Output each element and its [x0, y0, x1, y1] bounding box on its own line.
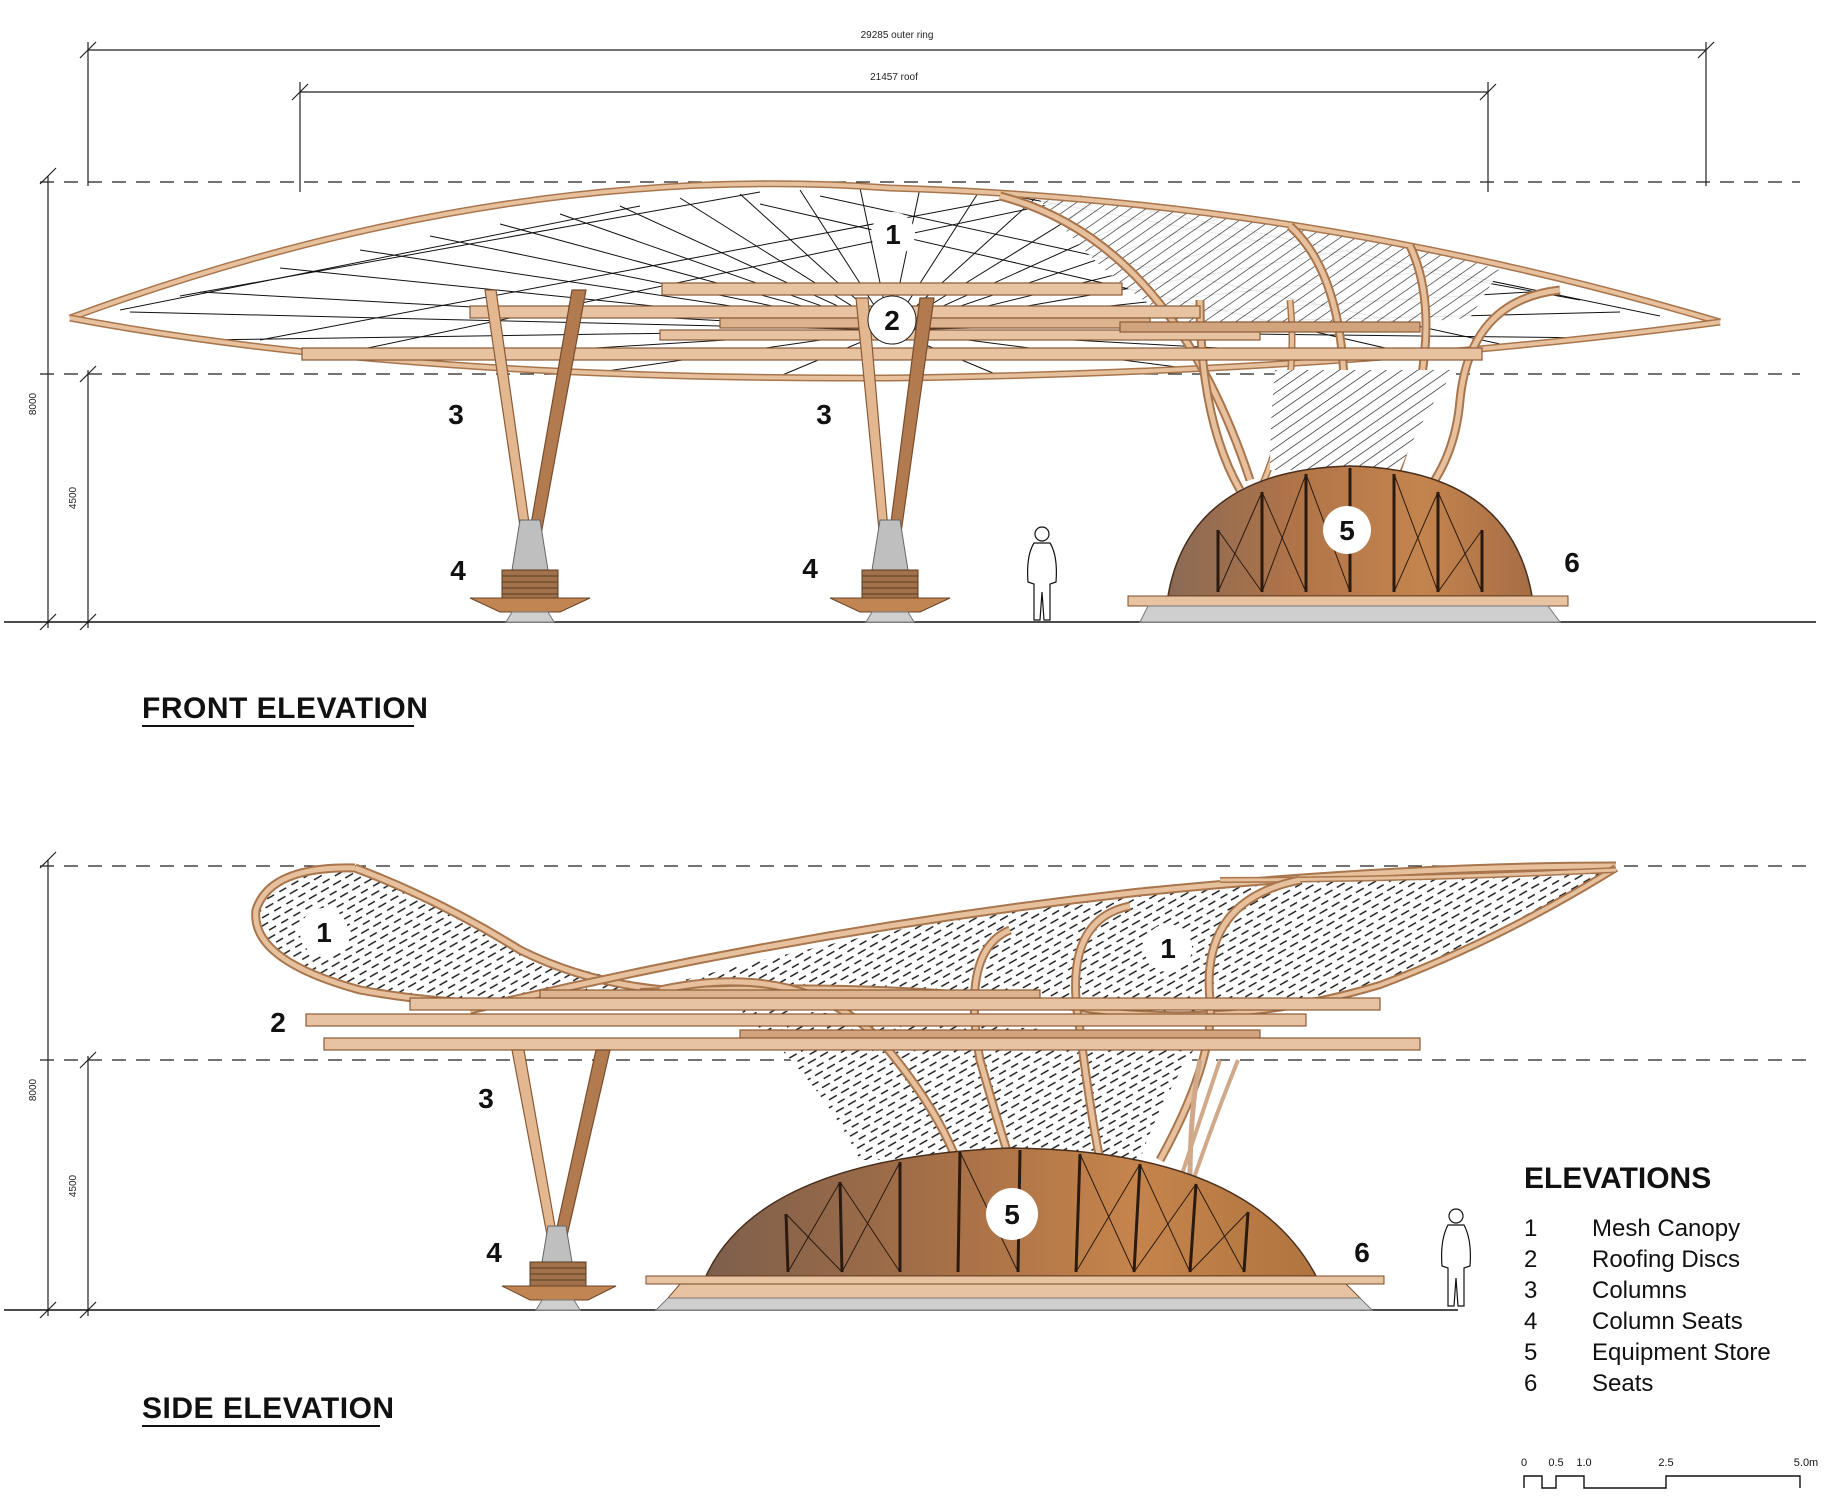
side-tag-column: 3 — [478, 1083, 494, 1114]
side-canopy-right — [468, 861, 1619, 1020]
front-elevation: 29285 outer ring 21457 roof 8000 4500 — [4, 30, 1816, 727]
column-left — [484, 289, 587, 571]
scale-tick-2-5: 2.5 — [1658, 1457, 1673, 1469]
side-dimension-height-lower: 4500 — [68, 1174, 79, 1197]
legend-label-6: Seats — [1592, 1370, 1653, 1397]
side-elevation-title: SIDE ELEVATION — [142, 1392, 395, 1425]
column-mid — [855, 297, 935, 571]
side-column-seat — [501, 1261, 617, 1311]
dimension-height-lower: 4500 — [68, 486, 79, 509]
legend-num-1: 1 — [1524, 1215, 1537, 1242]
svg-text:5: 5 — [1004, 1199, 1020, 1230]
dimension-roof-label: 21457 roof — [870, 72, 918, 83]
scale-tick-0: 0 — [1521, 1457, 1527, 1469]
legend-label-1: Mesh Canopy — [1592, 1215, 1740, 1242]
side-dimension-height — [39, 851, 97, 1319]
legend-num-5: 5 — [1524, 1339, 1537, 1366]
column-seat-mid — [829, 569, 951, 623]
side-roofing-discs — [305, 989, 1421, 1051]
side-tag-seat: 4 — [486, 1237, 502, 1268]
dimension-roof — [291, 82, 1497, 192]
legend-num-6: 6 — [1524, 1370, 1537, 1397]
side-column — [511, 1049, 611, 1263]
front-tag-column-mid: 3 — [816, 399, 832, 430]
mesh-trunk — [1270, 370, 1455, 470]
side-tag-canopy-right: 1 — [1144, 924, 1192, 972]
side-tag-seats: 6 — [1354, 1237, 1370, 1268]
legend-label-2: Roofing Discs — [1592, 1246, 1740, 1273]
column-seat-left — [469, 569, 591, 623]
legend-label-5: Equipment Store — [1592, 1339, 1771, 1366]
front-tag-canopy: 1 — [871, 212, 915, 256]
legend: ELEVATIONS 1 Mesh Canopy 2 Roofing Discs… — [1524, 1162, 1771, 1397]
side-elevation: 8000 4500 — [4, 851, 1808, 1427]
dimension-height-total: 8000 — [28, 392, 39, 415]
legend-num-4: 4 — [1524, 1308, 1537, 1335]
front-elevation-title: FRONT ELEVATION — [142, 692, 428, 725]
front-tag-discs: 2 — [867, 295, 917, 345]
side-person-silhouette — [1441, 1208, 1471, 1307]
legend-title: ELEVATIONS — [1524, 1162, 1711, 1195]
legend-label-4: Column Seats — [1592, 1308, 1743, 1335]
svg-text:2: 2 — [884, 305, 900, 336]
scale-tick-0-5: 0.5 — [1548, 1457, 1563, 1469]
scale-bar: 0 0.5 1.0 2.5 5.0m — [1521, 1457, 1818, 1489]
svg-text:1: 1 — [885, 219, 901, 250]
roofing-discs — [301, 282, 1483, 361]
side-tag-canopy-left: 1 — [300, 908, 348, 956]
front-tag-seat-mid: 4 — [802, 553, 818, 584]
side-tag-store: 5 — [986, 1188, 1038, 1240]
side-tag-discs: 2 — [270, 1007, 286, 1038]
svg-text:1: 1 — [1160, 933, 1176, 964]
svg-text:1: 1 — [316, 917, 332, 948]
dimension-outer-ring-label: 29285 outer ring — [861, 30, 934, 41]
front-tag-seat-left: 4 — [450, 555, 466, 586]
front-tag-column-left: 3 — [448, 399, 464, 430]
seats-base — [1127, 595, 1569, 623]
legend-num-3: 3 — [1524, 1277, 1537, 1304]
svg-text:5: 5 — [1339, 515, 1355, 546]
side-dimension-height-total: 8000 — [28, 1078, 39, 1101]
dimension-outer-ring — [79, 41, 1715, 186]
scale-tick-5-0: 5.0m — [1794, 1457, 1818, 1469]
person-silhouette — [1027, 526, 1057, 621]
front-tag-seats: 6 — [1564, 547, 1580, 578]
front-tag-store: 5 — [1323, 506, 1371, 554]
legend-num-2: 2 — [1524, 1246, 1537, 1273]
scale-tick-1-0: 1.0 — [1576, 1457, 1591, 1469]
dimension-height — [39, 167, 97, 631]
legend-label-3: Columns — [1592, 1277, 1687, 1304]
side-seats-base — [645, 1275, 1385, 1311]
